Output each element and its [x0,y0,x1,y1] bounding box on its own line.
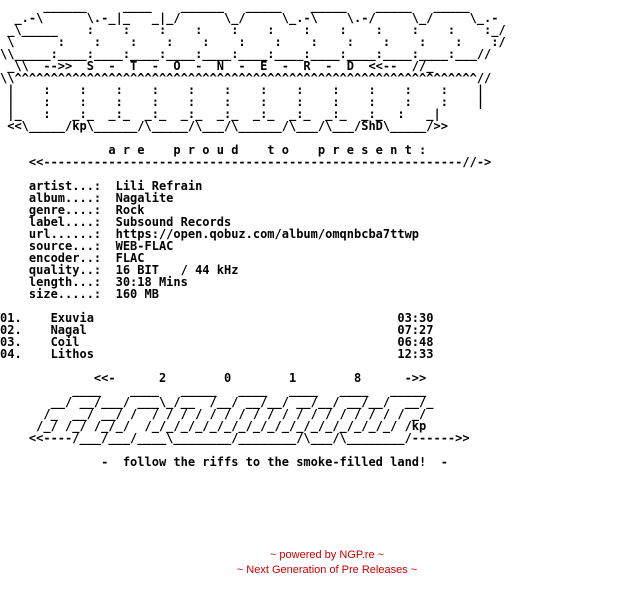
nfo-line: album....: Nagalite [0,191,174,205]
nfo-line: |_ : _:_ _:_ _:_ _:_ _:_ _:_ _:_ _:_ _:_… [0,107,441,121]
nfo-line: /_/ /_/ /_/_/ /_/_/_/_/_/_/_/_/_/_/_/_/_… [0,419,427,433]
nfo-line: ____ ____ _____ ____ ____ ____ _____ [0,383,427,397]
nfo-line: __/ __/___/ ___\_/__ /__/ __/__/ __/__/ … [0,395,434,409]
nfo-line: encoder..: FLAC [0,251,145,265]
nfo-line: 02. Nagal 07:27 [0,323,434,337]
nfo-line: <<- 2 0 1 8 ->> [0,371,427,385]
nfo-line: 01. Exuvia 03:30 [0,311,434,325]
nfo-line: | : : : : : : : : : : : : | [0,83,485,97]
nfo-line: 04. Lithos 12:33 [0,347,434,361]
nfo-line: <<----/___/___/____\________/________/\_… [0,431,470,445]
nfo-line: _.-\ \.-_|_ _|_/ \_/ \_.-\ \.-/ \_/ \_.- [0,11,499,25]
nfo-line: <<\_____/kp\______/\_____/\___/\______/\… [0,119,448,133]
nfo-line: genre....: Rock [0,203,145,217]
nfo-line: _\_____ : : : : : : : : : : : :_/ [0,23,506,37]
nfo-line: \\_____:____:____:____:____:____:____:__… [0,47,492,61]
nfo-line: \ : : : : : : : : : : : : :/ [0,35,506,49]
nfo-line: 03. Coil 06:48 [0,335,434,349]
nfo-line: \\^^^^^^^^^^^^^^^^^^^^^^^^^^^^^^^^^^^^^^… [0,71,492,85]
nfo-line: /_ __/ __/ / / / / / / / / / / / / / / /… [0,407,427,421]
nfo-line: length...: 30:18 Mins [0,275,188,289]
nfo-line: source...: WEB-FLAC [0,239,174,253]
nfo-line: artist...: Lili Refrain [0,179,203,193]
nfo-line: | : : : : : : : : : : : : | [0,95,485,109]
nfo-line: _\\ -->> S - T - O - N - E - R - D <<-- … [0,59,434,73]
nfo-line: size.....: 160 MB [0,287,159,301]
nfo-line: <<--------------------------------------… [0,155,492,169]
nfo-line: quality..: 16 BIT / 44 kHz [0,263,239,277]
footer-tagline: ~ Next Generation of Pre Releases ~ [236,564,418,576]
footer-powered-by: ~ powered by NGP.re ~ [269,549,385,561]
nfo-line: - follow the riffs to the smoke-filled l… [0,455,448,469]
nfo-line: a r e p r o u d t o p r e s e n t : [0,143,427,157]
nfo-line: ______ ____ ______ _____ _____ _____ ___… [0,0,470,13]
nfo-line: url......: https://open.qobuz.com/album/… [0,227,420,241]
nfo-text: ______ ____ ______ _____ _____ _____ ___… [0,0,506,468]
nfo-line: label....: Subsound Records [0,215,232,229]
